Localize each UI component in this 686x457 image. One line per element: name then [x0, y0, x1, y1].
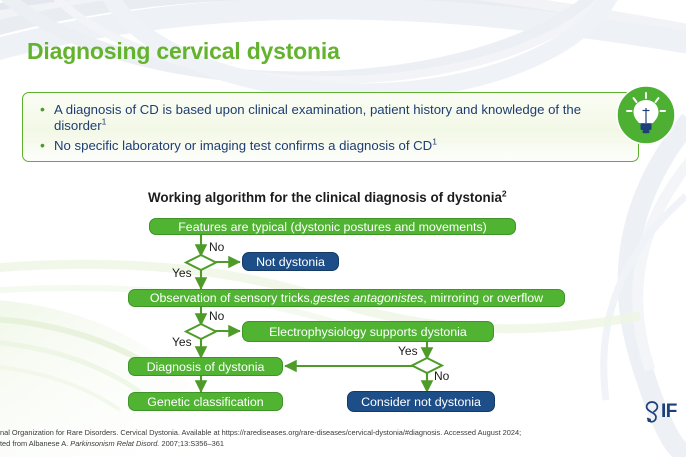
bullet-marker-icon: •: [40, 101, 45, 117]
flow-node-features-typical: Features are typical (dystonic postures …: [149, 218, 516, 235]
flow-node-observation-sensory-tricks: Observation of sensory tricks, gestes an…: [128, 289, 565, 307]
flowchart-title: Working algorithm for the clinical diagn…: [148, 188, 507, 205]
bullet-text: No specific laboratory or imaging test c…: [54, 136, 622, 154]
bullet-text: A diagnosis of CD is based upon clinical…: [54, 102, 622, 133]
edge-label-decision1-yes: Yes: [172, 266, 192, 280]
ipsen-logo-mark-icon: [645, 401, 659, 423]
flow-node-label-post: , mirroring or overflow: [423, 291, 544, 305]
footnote-journal: Parkinsonism Relat Disord.: [70, 438, 160, 448]
flow-node-consider-not-dystonia: Consider not dystonia: [347, 391, 495, 412]
flowchart-title-text: Working algorithm for the clinical diagn…: [148, 190, 502, 205]
flowchart-title-reference: 2: [501, 188, 507, 199]
footnote-line-2-pre: ted from Albanese A.: [0, 438, 71, 448]
bullet-item: • A diagnosis of CD is based upon clinic…: [37, 102, 622, 133]
flow-node-label-italic: gestes antagonistes: [313, 291, 424, 305]
key-points-callout: • A diagnosis of CD is based upon clinic…: [22, 92, 639, 162]
footnote-line-1: nal Organization for Rare Disorders. Cer…: [0, 428, 522, 437]
flow-node-electrophysiology: Electrophysiology supports dystonia: [242, 321, 494, 342]
flow-node-diagnosis-of-dystonia: Diagnosis of dystonia: [128, 357, 283, 376]
bullet-text-body: No specific laboratory or imaging test c…: [54, 138, 433, 153]
logo-text: IF: [661, 401, 677, 422]
edge-label-decision1-no: No: [209, 240, 225, 254]
bullet-marker-icon: •: [40, 137, 45, 153]
edge-label-decision3-no: No: [434, 369, 450, 383]
page-title: Diagnosing cervical dystonia: [27, 38, 340, 64]
edge-label-decision2-no: No: [209, 309, 225, 323]
bullet-item: • No specific laboratory or imaging test…: [37, 136, 622, 154]
flow-node-not-dystonia: Not dystonia: [242, 252, 339, 271]
footnote-references: nal Organization for Rare Disorders. Cer…: [0, 428, 600, 449]
brand-logo: IF: [645, 400, 677, 424]
lightbulb-icon: [616, 85, 676, 145]
bullet-reference: 1: [432, 136, 437, 147]
edge-label-decision3-yes: Yes: [398, 344, 418, 358]
footnote-line-2-post: 2007;13:S356–361: [159, 438, 224, 448]
flow-node-label-pre: Observation of sensory tricks,: [149, 291, 314, 305]
bullet-text-body: A diagnosis of CD is based upon clinical…: [54, 102, 582, 133]
footnote-line-2: ted from Albanese A. Parkinsonism Relat …: [0, 439, 600, 450]
bullet-reference: 1: [101, 116, 107, 127]
edge-label-decision2-yes: Yes: [172, 335, 192, 349]
flow-node-genetic-classification: Genetic classification: [128, 392, 283, 411]
